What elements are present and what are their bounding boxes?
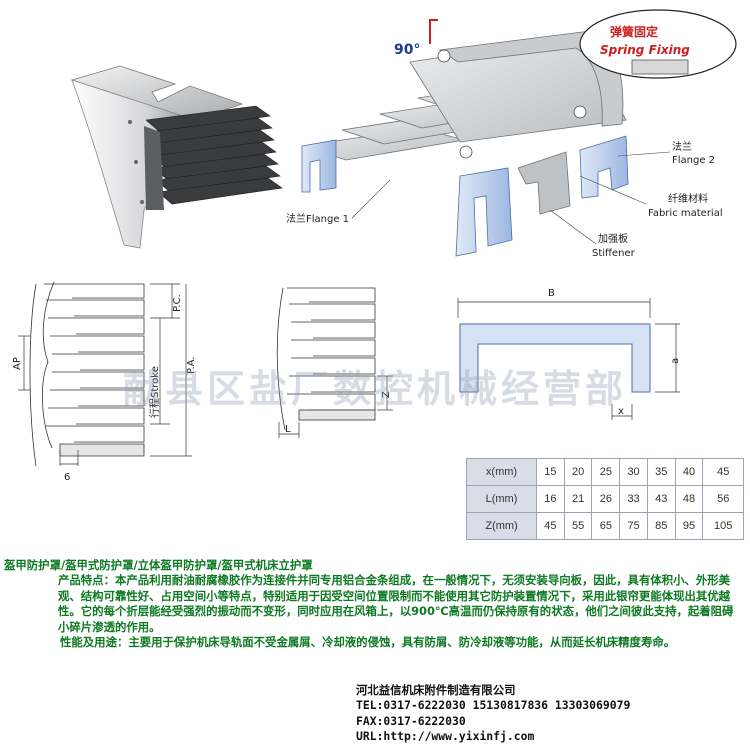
spring-fixing-badge: 弹簧固定 bbox=[610, 24, 658, 39]
spec-cell: 21 bbox=[563, 485, 593, 513]
stroke-dimension-drawing: P.C. P.A. AP 行程Stroke 6 bbox=[12, 281, 197, 483]
flange1-label: 法兰Flange 1 bbox=[286, 212, 349, 225]
spec-row-label: L(mm) bbox=[466, 485, 537, 513]
product-title: 盔甲防护罩/盔甲式防护罩/立体盔甲防护罩/盔甲式机床立护罩 bbox=[4, 558, 313, 572]
company-info: 河北益信机床附件制造有限公司 TEL:0317-6222030 15130817… bbox=[356, 683, 630, 745]
spec-cell: 55 bbox=[563, 512, 593, 540]
a-label: a bbox=[670, 358, 681, 364]
company-url: URL:http://www.yixinfj.com bbox=[356, 729, 535, 744]
company-name: 河北益信机床附件制造有限公司 bbox=[356, 683, 516, 697]
spec-cell: 15 bbox=[536, 458, 565, 486]
spec-cell: 56 bbox=[702, 485, 744, 513]
l-label: L bbox=[285, 424, 291, 435]
zl-dimension-drawing: Z L bbox=[276, 287, 393, 438]
spec-cell: 30 bbox=[619, 458, 648, 486]
flange-profile-drawing: B a x bbox=[457, 288, 681, 420]
spec-cell: 45 bbox=[702, 458, 744, 486]
bellows-photo bbox=[70, 65, 283, 249]
spec-row-label: Z(mm) bbox=[466, 512, 537, 540]
ap-label: AP bbox=[12, 357, 23, 370]
spec-cell: 105 bbox=[702, 512, 744, 540]
fabric-label-en: Fabric material bbox=[648, 208, 723, 219]
spec-cell: 65 bbox=[591, 512, 621, 540]
pc-label: P.C. bbox=[172, 294, 183, 312]
stiffener-label-en: Stiffener bbox=[592, 248, 636, 259]
stroke-label: 行程Stroke bbox=[148, 366, 161, 418]
company-tel: TEL:0317-6222030 15130817836 13303069079 bbox=[356, 698, 631, 713]
spec-cell: 33 bbox=[619, 485, 648, 513]
flange2-label-cn: 法兰 bbox=[672, 140, 692, 153]
product-description: 盔甲防护罩/盔甲式防护罩/立体盔甲防护罩/盔甲式机床立护罩 产品特点：本产品利用… bbox=[0, 558, 750, 650]
stiffener-label-cn: 加强板 bbox=[598, 232, 628, 245]
use-label: 性能及用途： bbox=[60, 635, 129, 650]
spec-cell: 48 bbox=[674, 485, 704, 513]
spec-cell: 25 bbox=[591, 458, 621, 486]
spec-cell: 20 bbox=[563, 458, 593, 486]
spec-cell: 85 bbox=[646, 512, 676, 540]
features-body: 本产品利用耐油耐腐橡胶作为连接件并同专用铝合金条组成，在一般情况下，无须安装导向… bbox=[58, 573, 734, 634]
spec-cell: 75 bbox=[619, 512, 648, 540]
x-label: x bbox=[618, 406, 624, 417]
exploded-diagram: 90° 弹簧固定 Spring Fixing 法兰Flange 1 法兰 Fla… bbox=[286, 9, 737, 259]
fabric-label-cn: 纤维材料 bbox=[668, 192, 708, 205]
features-paragraph: 产品特点：本产品利用耐油耐腐橡胶作为连接件并同专用铝合金条组成，在一般情况下，无… bbox=[0, 573, 750, 635]
company-fax: FAX:0317-6222030 bbox=[356, 713, 466, 728]
angle-label: 90° bbox=[394, 42, 420, 58]
spec-cell: 26 bbox=[591, 485, 621, 513]
spec-cell: 35 bbox=[646, 458, 676, 486]
pa-label: P.A. bbox=[186, 357, 197, 375]
b-label: B bbox=[548, 288, 555, 299]
six-label: 6 bbox=[64, 472, 70, 483]
z-label: Z bbox=[381, 391, 392, 398]
use-body: 主要用于保护机床导轨面不受金属屑、冷却液的侵蚀，具有防屑、防冷却液等功能，从而延… bbox=[128, 635, 676, 650]
spec-cell: 45 bbox=[536, 512, 565, 540]
spec-cell: 95 bbox=[674, 512, 704, 540]
use-paragraph: 性能及用途：主要用于保护机床导轨面不受金属屑、冷却液的侵蚀，具有防屑、防冷却液等… bbox=[0, 635, 750, 650]
spring-fixing-badge-en: Spring Fixing bbox=[600, 43, 690, 57]
spec-cell: 43 bbox=[646, 485, 676, 513]
flange2-label-en: Flange 2 bbox=[672, 155, 715, 166]
features-label: 产品特点： bbox=[58, 573, 115, 588]
spec-cell: 16 bbox=[536, 485, 565, 513]
spec-row-label: x(mm) bbox=[466, 458, 537, 486]
spec-cell: 40 bbox=[674, 458, 704, 486]
